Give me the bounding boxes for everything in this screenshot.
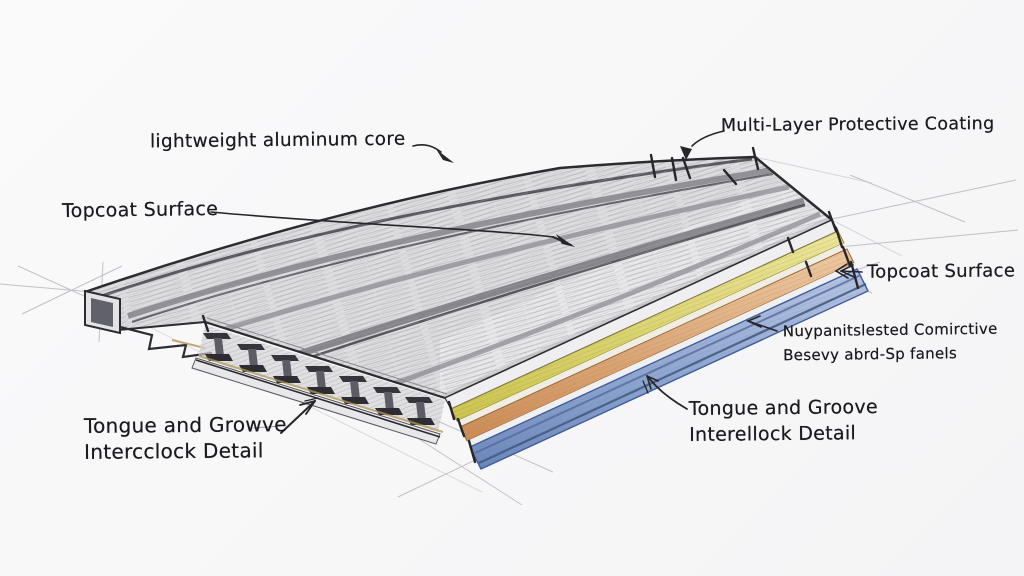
- arrow-handwritten-note: [746, 315, 778, 332]
- arrow-aluminum-core: [412, 144, 454, 163]
- tongue-groove-right-line-2: Interellock Detail: [689, 421, 857, 446]
- arrow-tongue-groove-right: [642, 375, 688, 410]
- label-topcoat-surface-left: Topcoat Surface: [61, 197, 219, 223]
- label-aluminum-core: lightweight aluminum core: [149, 128, 406, 153]
- tongue-groove-left-line-2: Intercclock Detail: [84, 438, 264, 465]
- label-handwritten-note: Nuypanitslested Comirctive Besevy abrd-S…: [783, 317, 998, 368]
- arrow-topcoat-right: [834, 263, 863, 279]
- label-tongue-groove-left: Tongue and Growve Intercclock Detail: [84, 411, 287, 466]
- note-line-1: Nuypanitslested Comirctive: [782, 319, 998, 341]
- tongue-groove-right-line-1: Tongue and Groove: [688, 396, 879, 420]
- arrow-topcoat-left: [210, 211, 575, 247]
- note-line-2: Besevy abrd-Sp fanels: [783, 344, 958, 365]
- label-tongue-groove-right: Tongue and Groove Interellock Detail: [689, 395, 879, 448]
- panel-left-end-cap: [84, 289, 213, 359]
- arrow-tongue-groove-left: [253, 397, 319, 434]
- tongue-groove-left-line-1: Tongue and Growve: [83, 412, 287, 438]
- arrow-multilayer-coating: [680, 130, 725, 160]
- leader-arrows: [210, 130, 863, 434]
- label-topcoat-surface-right: Topcoat Surface: [866, 260, 1016, 283]
- coating-layer-stack: [444, 219, 869, 470]
- label-multilayer-coating: Multi-Layer Protective Coating: [720, 114, 995, 136]
- sketch-tick-marks: [201, 146, 860, 464]
